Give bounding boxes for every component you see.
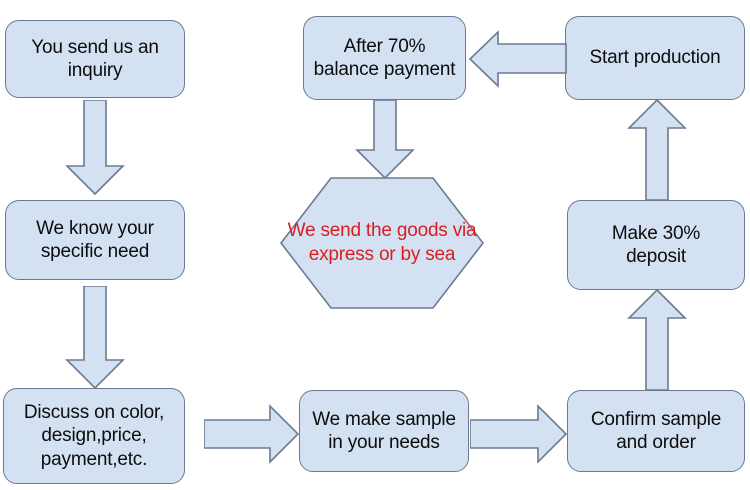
node-start-production-line-1: Start production	[589, 47, 721, 69]
node-discuss-line-3: payment,etc.	[40, 448, 148, 470]
node-discuss[interactable]: Discuss on color, design,price, payment,…	[3, 388, 185, 484]
node-start-production[interactable]: Start production	[565, 16, 745, 100]
node-specific-need-line-1: We know your	[36, 217, 154, 239]
node-make-sample-line-2: in your needs	[328, 432, 440, 453]
node-make-sample[interactable]: We make sample in your needs	[299, 390, 469, 472]
arrow-confirm-to-deposit	[625, 288, 689, 392]
node-shipping[interactable]: We send the goods via express or by sea	[279, 176, 485, 310]
node-confirm-sample-line-2: and order	[616, 432, 696, 453]
arrow-sample-to-confirm	[470, 404, 568, 464]
arrow-inquiry-to-need	[63, 100, 127, 196]
node-deposit-line-2: deposit	[626, 246, 686, 267]
node-confirm-sample-line-1: Confirm sample	[590, 408, 722, 430]
node-inquiry-line-1: You send us an	[31, 36, 159, 58]
node-deposit[interactable]: Make 30% deposit	[567, 200, 745, 290]
node-balance-payment-line-2: balance payment	[313, 59, 456, 80]
node-make-sample-line-1: We make sample	[312, 408, 456, 430]
node-discuss-line-1: Discuss on color,	[23, 402, 165, 424]
arrow-balance-to-shipping	[353, 100, 417, 180]
node-specific-need-line-2: specific need	[40, 241, 150, 262]
arrow-discuss-to-sample	[204, 404, 300, 464]
node-specific-need[interactable]: We know your specific need	[5, 200, 185, 280]
node-confirm-sample[interactable]: Confirm sample and order	[567, 390, 745, 472]
arrow-need-to-discuss	[63, 286, 127, 390]
arrow-production-to-balance	[466, 30, 568, 88]
node-discuss-line-2: design,price,	[41, 425, 147, 447]
node-inquiry[interactable]: You send us an inquiry	[5, 20, 185, 98]
node-balance-payment-line-1: After 70%	[343, 35, 426, 57]
node-balance-payment[interactable]: After 70% balance payment	[303, 16, 466, 100]
node-inquiry-line-2: inquiry	[67, 60, 123, 81]
node-deposit-line-1: Make 30%	[611, 222, 701, 244]
arrow-deposit-to-production	[625, 98, 689, 202]
